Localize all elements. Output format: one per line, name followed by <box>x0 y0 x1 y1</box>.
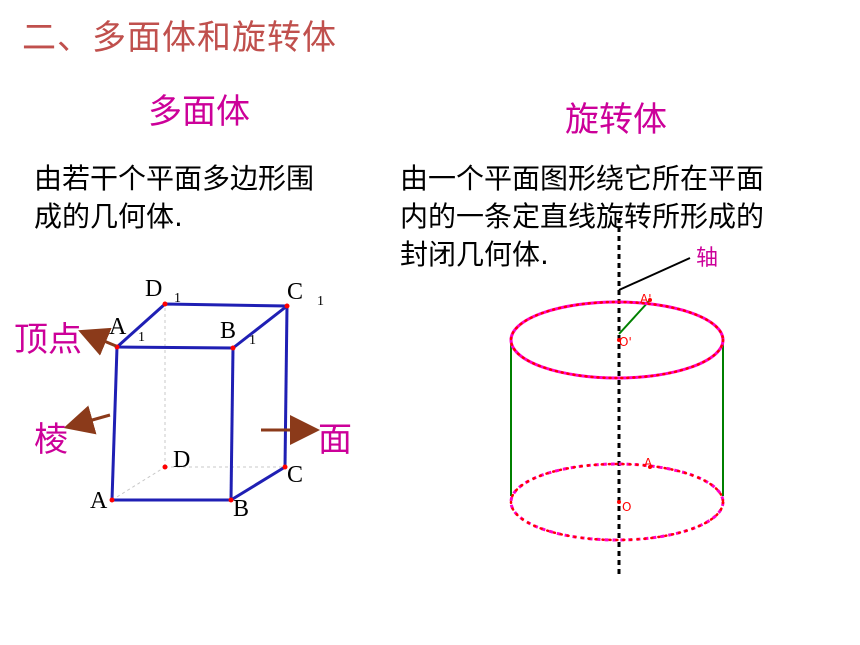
vertex-B <box>228 497 234 503</box>
label-O-prime: O' <box>619 335 632 349</box>
label-B1: B <box>220 318 237 344</box>
label-D1: D <box>145 276 163 302</box>
label-B1-sub: 1 <box>249 333 256 348</box>
revolution-definition-line1: 由一个平面图形绕它所在平面 <box>400 162 765 195</box>
label-A1: A <box>109 314 127 340</box>
polyhedron-definition-line1: 由若干个平面多边形围 <box>34 162 315 195</box>
label-A1-sub: 1 <box>138 330 145 345</box>
callout-face: 面 <box>318 420 352 460</box>
label-C1-sub: 1 <box>317 294 324 309</box>
label-O-bottom: O <box>622 500 632 514</box>
point-O-bottom <box>617 500 621 504</box>
cube-figure <box>63 301 320 503</box>
bottom-ellipse-dots <box>509 462 725 542</box>
point-O-top <box>617 338 621 342</box>
label-A-prime: A' <box>640 292 652 306</box>
top-radius <box>618 299 651 335</box>
label-B: B <box>233 496 250 522</box>
cylinder-figure <box>509 218 725 578</box>
edge-CC1 <box>283 305 289 468</box>
label-A-bottom: A <box>644 456 653 470</box>
top-ellipse-dots <box>509 300 725 380</box>
point-A-bottom <box>648 465 652 469</box>
vertex-C <box>282 464 288 470</box>
edge-BB1 <box>229 347 235 501</box>
label-C1: C <box>287 279 304 305</box>
edge-arrow <box>63 405 111 435</box>
callout-edge: 棱 <box>34 420 68 460</box>
axis-label: 轴 <box>696 246 719 271</box>
vertex-B1 <box>230 345 236 351</box>
revolution-heading: 旋转体 <box>565 100 667 140</box>
vertex-A <box>109 497 115 503</box>
vertex-arrow <box>78 327 117 356</box>
page-title: 二、多面体和旋转体 <box>22 18 337 58</box>
axis-label-pointer <box>618 257 691 291</box>
vertex-D <box>162 464 168 470</box>
vertex-D1 <box>162 301 168 307</box>
edge-AA1 <box>110 346 119 501</box>
polyhedron-heading: 多面体 <box>148 92 250 132</box>
hidden-edge-AD <box>111 466 166 501</box>
label-A: A <box>90 488 108 514</box>
edge-BC <box>230 465 286 502</box>
polyhedron-definition-line2: 成的几何体. <box>34 200 183 233</box>
revolution-definition-line3: 封闭几何体. <box>400 238 549 271</box>
callout-vertex: 顶点 <box>14 320 82 360</box>
vertex-C1 <box>284 303 290 309</box>
revolution-definition-line2: 内的一条定直线旋转所形成的 <box>400 200 765 233</box>
label-D1-sub: 1 <box>174 291 181 306</box>
label-C: C <box>287 462 304 488</box>
label-D: D <box>173 447 191 473</box>
point-A-top <box>648 298 652 302</box>
